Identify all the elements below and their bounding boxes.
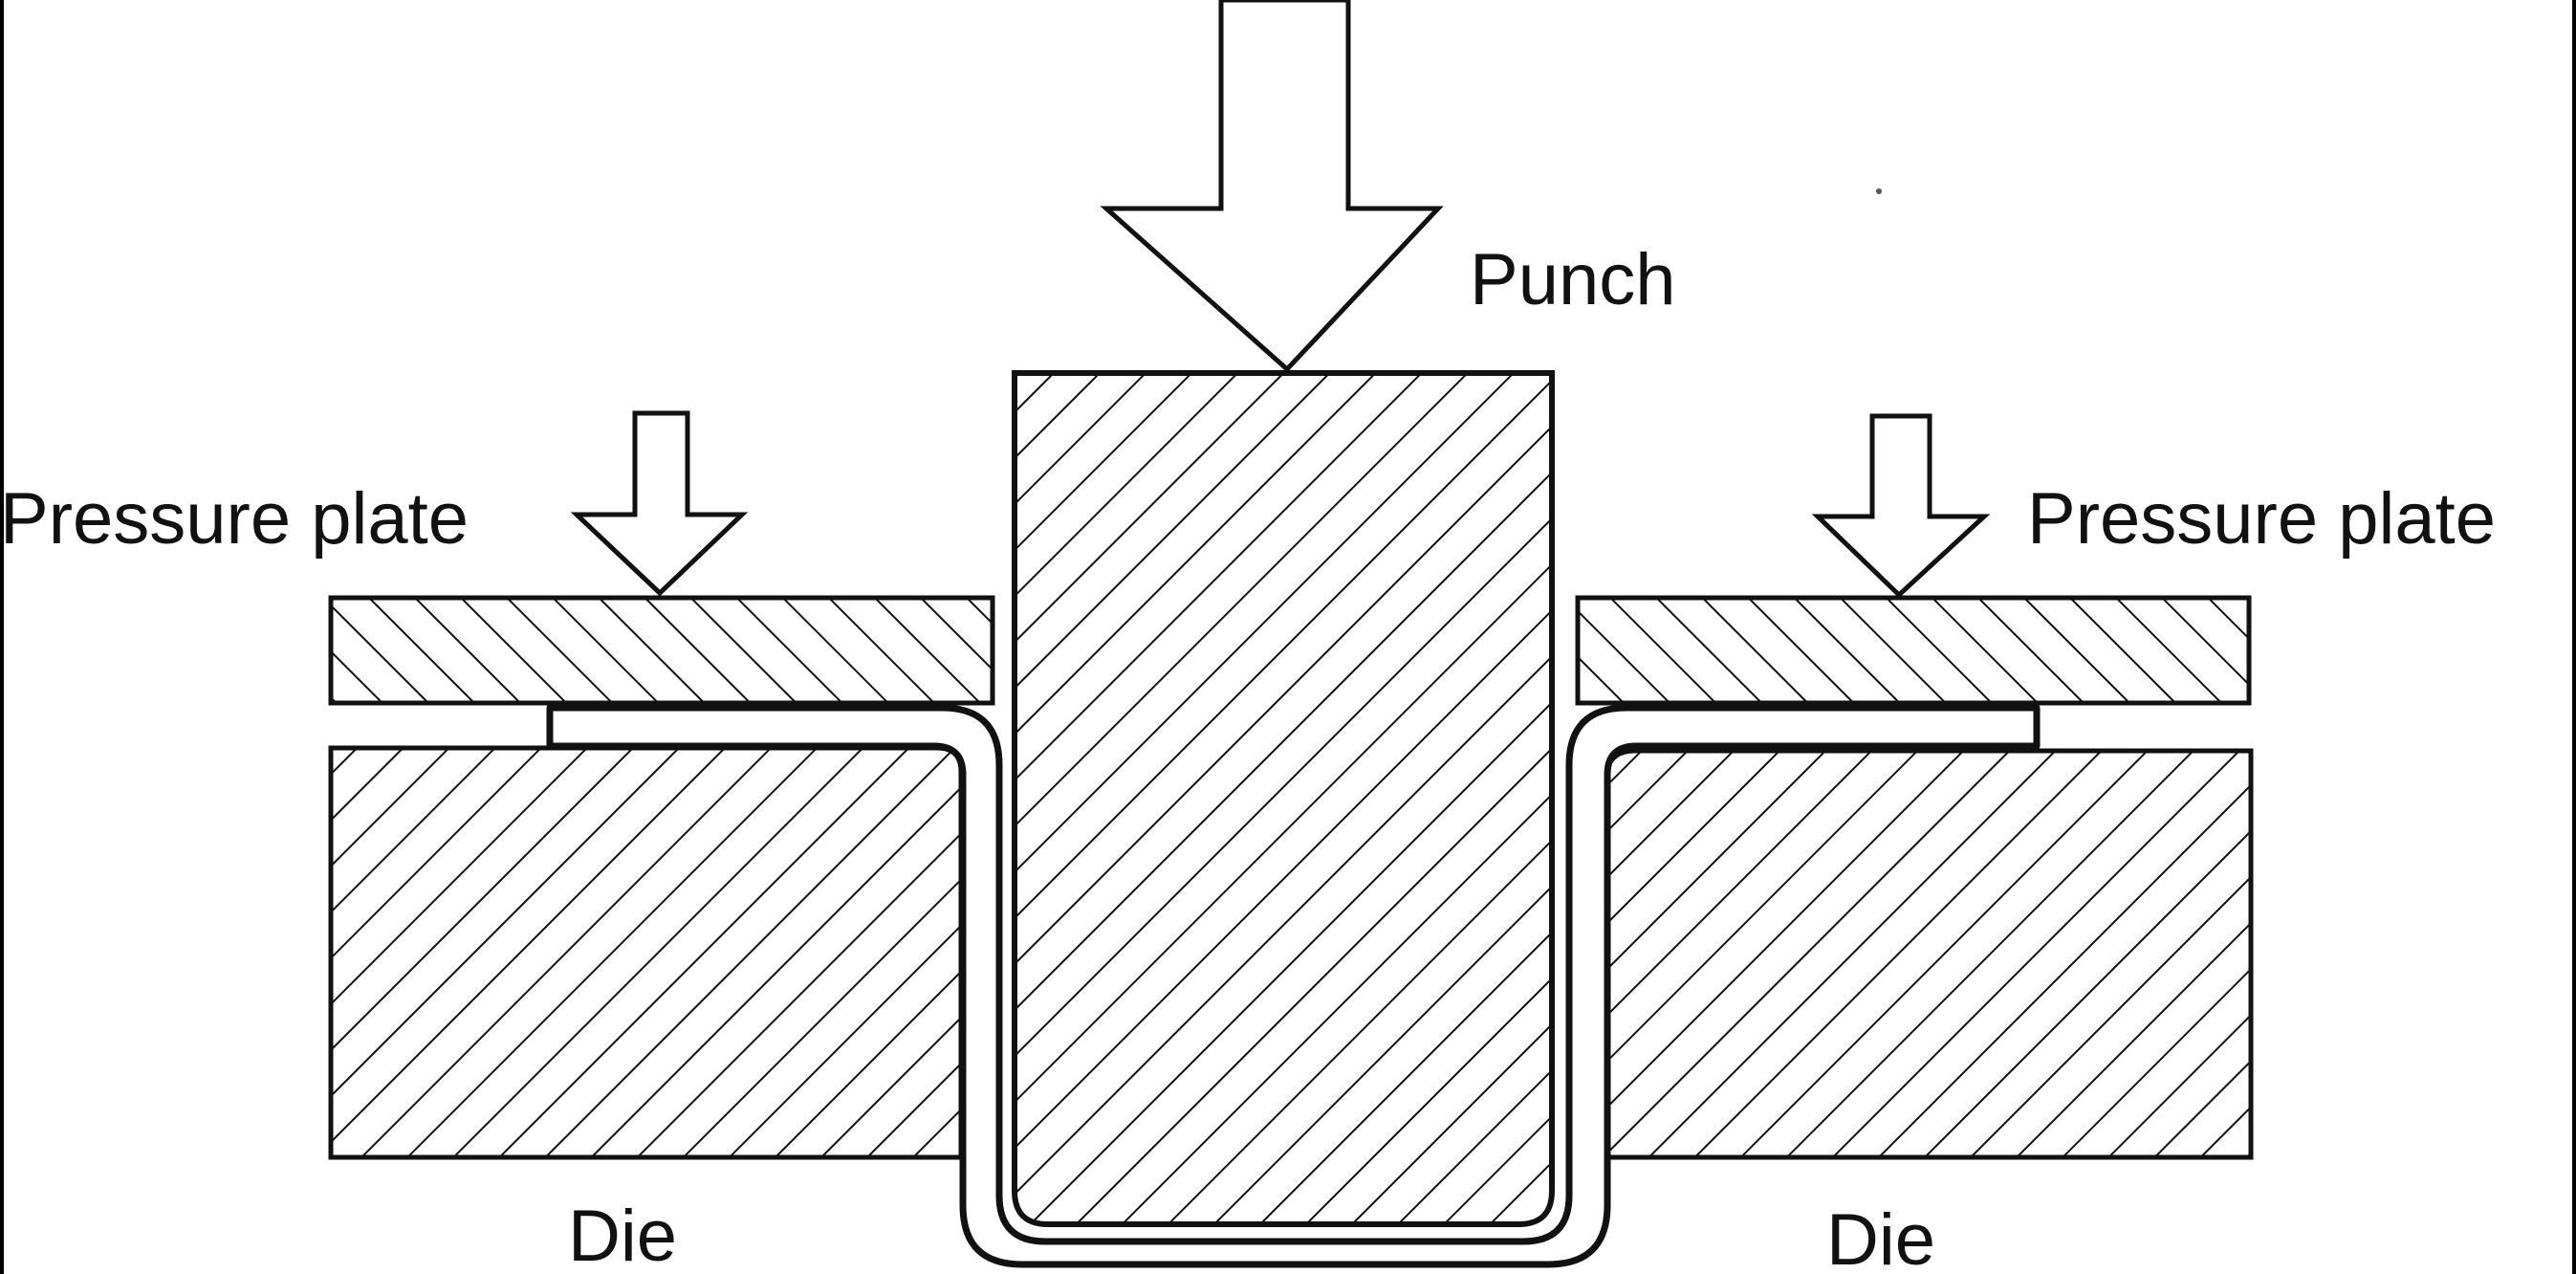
- formed-sheet-metal: [546, 704, 2041, 1268]
- left-die: [328, 745, 964, 1160]
- right-pressure-force-arrow-icon: [1811, 413, 1991, 599]
- left-pressure-force-arrow-icon: [570, 410, 749, 597]
- scan-speck: [1876, 188, 1882, 194]
- right-die-label: Die: [1826, 1199, 1935, 1274]
- right-pressure-plate: [1575, 595, 2252, 706]
- punch-label: Punch: [1470, 239, 1676, 320]
- right-die: [1604, 748, 2254, 1160]
- punch: [1012, 370, 1555, 1227]
- left-die-label: Die: [568, 1196, 677, 1274]
- punch-force-arrow-icon: [1100, 0, 1444, 373]
- left-pressure-plate: [328, 595, 995, 706]
- right-pressure-plate-label: Pressure plate: [2027, 478, 2496, 560]
- left-pressure-plate-label: Pressure plate: [0, 478, 469, 560]
